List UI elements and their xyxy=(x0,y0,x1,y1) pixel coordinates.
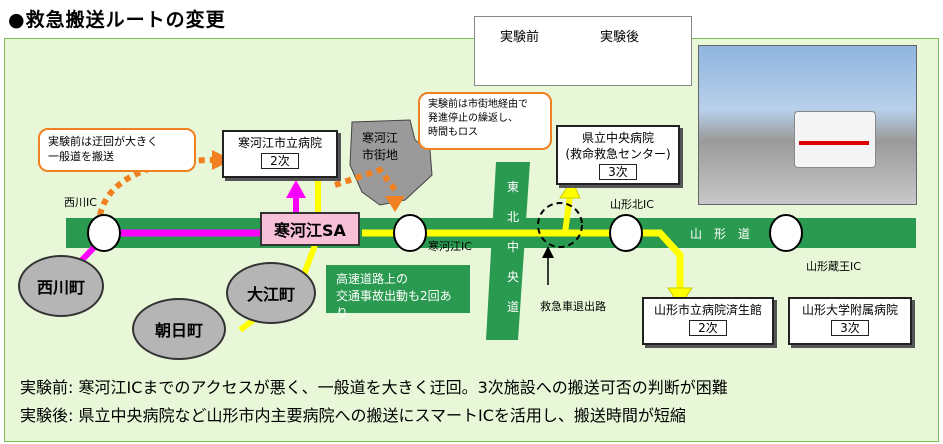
label-zao-ic: 山形蔵王IC xyxy=(806,260,861,273)
legend-before-label: 実験前 xyxy=(500,30,540,45)
page-title: ●救急搬送ルートの変更 xyxy=(8,9,226,31)
after-route-to-kenritsu xyxy=(562,194,573,234)
ambulance-shape xyxy=(794,111,876,168)
sagae-sa: 寒河江SA xyxy=(260,212,360,246)
before-route-city xyxy=(334,166,398,192)
hospital-kenritsu: 県立中央病院 (救命救急センター) 3次 xyxy=(556,125,680,185)
tohoku-road-char-3: 中 xyxy=(506,240,519,254)
hospital-daigaku-level: 3次 xyxy=(831,320,869,336)
hospital-sagae-name: 寒河江市立病院 xyxy=(237,136,322,150)
label-yamagata-kita-ic: 山形北IC xyxy=(610,198,654,211)
ambulance-stripe xyxy=(799,141,869,145)
nishikawa-ic-node xyxy=(87,214,121,252)
exit-road-circle xyxy=(537,202,583,248)
hospital-kenritsu-level: 3次 xyxy=(599,164,637,180)
tohoku-road-char-1: 東 xyxy=(506,180,519,194)
exit-road-arrow xyxy=(542,246,554,258)
hospital-kenritsu-name: 県立中央病院 xyxy=(581,131,654,145)
label-nishikawa-ic: 西川IC xyxy=(64,196,97,209)
legend-box xyxy=(474,16,692,86)
label-sagae-city: 寒河江 市街地 xyxy=(362,131,399,162)
before-route-detour xyxy=(97,157,216,216)
label-exit-road: 救急車退出路 xyxy=(540,300,606,313)
label-yamagata-road: 山 形 道 xyxy=(690,227,751,241)
before-arrow-city xyxy=(385,196,405,212)
sagae-city-area xyxy=(349,119,433,206)
zao-ic-node xyxy=(769,214,803,252)
hospital-daigaku-name: 山形大学附属病院 xyxy=(801,303,898,317)
hospital-daigaku: 山形大学附属病院 3次 xyxy=(788,297,912,345)
sagae-ic-node xyxy=(393,214,427,252)
tohoku-road-char-2: 北 xyxy=(506,210,519,224)
pink-arrow-up xyxy=(286,180,306,198)
ambulance-photo xyxy=(698,45,917,205)
label-sagae-ic: 寒河江IC xyxy=(428,240,472,253)
town-nishikawa: 西川町 xyxy=(18,255,104,317)
hospital-sagae-level: 2次 xyxy=(261,153,299,169)
after-route-to-saiseikan xyxy=(628,229,684,290)
yamagata-kita-ic-node xyxy=(609,214,643,252)
tohoku-chuo-expressway xyxy=(486,162,530,340)
after-arrow-kenritsu xyxy=(559,178,581,199)
town-asahi: 朝日町 xyxy=(132,298,226,360)
callout-before-detour: 実験前は迂回が大きく 一般道を搬送 xyxy=(38,128,196,172)
hospital-kenritsu-sub: (救命救急センター) xyxy=(565,147,671,161)
tohoku-road-char-5: 道 xyxy=(506,300,519,314)
footer-after: 実験後: 県立中央病院など山形市内主要病院への搬送にスマートICを活用し、搬送時… xyxy=(20,406,686,425)
tohoku-road-char-4: 央 xyxy=(506,270,519,284)
town-oe: 大江町 xyxy=(226,262,316,324)
label-tohoku-road: 東 北 中 央 道 xyxy=(506,172,520,322)
hospital-saiseikan-level: 2次 xyxy=(689,320,727,336)
callout-before-city: 実験前は市街地経由で 発進停止の繰返し、 時間もロス xyxy=(418,92,552,150)
footer-before: 実験前: 寒河江ICまでのアクセスが悪く、一般道を大きく迂回。3次施設への搬送可… xyxy=(20,378,728,397)
hospital-saiseikan-name: 山形市立病院済生館 xyxy=(653,303,762,317)
hospital-sagae: 寒河江市立病院 2次 xyxy=(222,130,338,178)
legend-after-label: 実験後 xyxy=(600,30,640,45)
hospital-saiseikan: 山形市立病院済生館 2次 xyxy=(642,297,774,345)
callout-accidents: 高速道路上の 交通事故出動も2回あり xyxy=(326,265,470,320)
